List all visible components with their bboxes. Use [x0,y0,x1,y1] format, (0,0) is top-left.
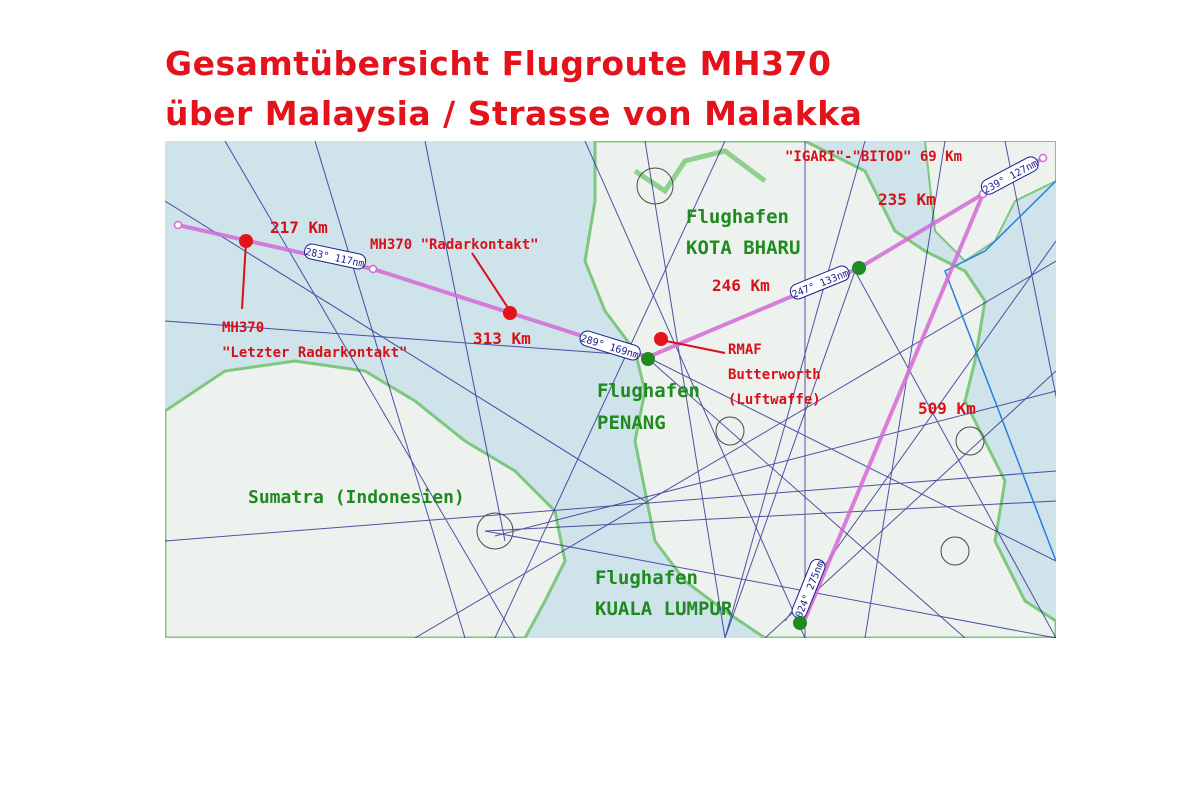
waypoint-marker [368,264,378,274]
airway-line [494,141,726,638]
rmaf-label-line-3: (Luftwaffe) [728,392,821,408]
navaid-rose [940,536,970,566]
malay-peninsula-land [583,141,1056,638]
distance-313-label: 313 Km [473,329,531,348]
distance-246-label: 246 Km [712,276,770,295]
map-title-line-1: Gesamtübersicht Flugroute MH370 [165,44,832,83]
sumatra-land [165,359,567,638]
coast-green-strip [633,148,767,195]
airway-line [644,355,966,638]
penang-label-line-1: Flughafen [597,380,700,402]
navaid-roses [476,167,985,566]
navaid-rose [476,512,514,550]
airway-line [484,500,1056,532]
igari-bitod-label: "IGARI"-"BITOD" 69 Km [785,149,962,165]
airway-line [494,390,1056,537]
map-title-line-2: über Malaysia / Strasse von Malakka [165,94,863,133]
airway-line [724,141,866,638]
penang-label-line-2: PENANG [597,412,666,434]
kota-bharu-airport-point [852,261,866,275]
last-contact-label-line-1: MH370 [222,320,264,336]
kota-bharu-label-line-2: KOTA BHARU [686,237,800,259]
penang-airport-point [641,352,655,366]
distance-217-label: 217 Km [270,218,328,237]
rmaf-label-line-1: RMAF [728,342,762,358]
distance-509-label: 509 Km [918,399,976,418]
kuala-lumpur-airport-point [793,616,807,630]
airway-line [644,355,1056,562]
airway-line [165,320,646,357]
rmaf-pointer [660,339,726,354]
airway-line [584,141,806,638]
airway-line [854,270,1056,638]
navaid-rose [955,426,985,456]
route-leg [857,192,985,270]
waypoint-marker [1038,153,1048,163]
last-contact-pointer [241,241,247,310]
airway-line [165,470,1056,542]
radar-contact-label: MH370 "Radarkontakt" [370,237,539,253]
navaid-rose [636,167,674,205]
last-radar-contact-point [239,234,253,248]
airway-line [424,141,506,542]
last-contact-label-line-2: "Letzter Radarkontakt" [222,345,407,361]
airway-line [414,260,1056,638]
fir-boundary [944,180,1056,562]
rmaf-label-line-2: Butterworth [728,367,821,383]
sumatra-label: Sumatra (Indonesien) [248,487,465,508]
kota-bharu-label-line-1: Flughafen [686,206,789,228]
rmaf-butterworth-point [654,332,668,346]
airway-line [724,270,856,638]
airway-line [314,141,466,638]
kuala-lumpur-label-line-2: KUALA LUMPUR [595,598,733,620]
airway-lines [165,141,1056,638]
airway-line [644,141,726,638]
distance-235-label: 235 Km [878,190,936,209]
flight-route-map: 283° 117nm 289° 169nm 247° 133nm 239° 12… [165,141,1056,638]
route-leg [803,193,985,620]
waypoint-marker [173,220,183,230]
radar-contact-point [503,306,517,320]
airway-line [224,141,516,638]
navaid-rose [715,416,745,446]
kuala-lumpur-label-line-1: Flughafen [595,567,698,589]
airway-line [484,530,1056,638]
radar-contact-pointer [471,252,511,312]
